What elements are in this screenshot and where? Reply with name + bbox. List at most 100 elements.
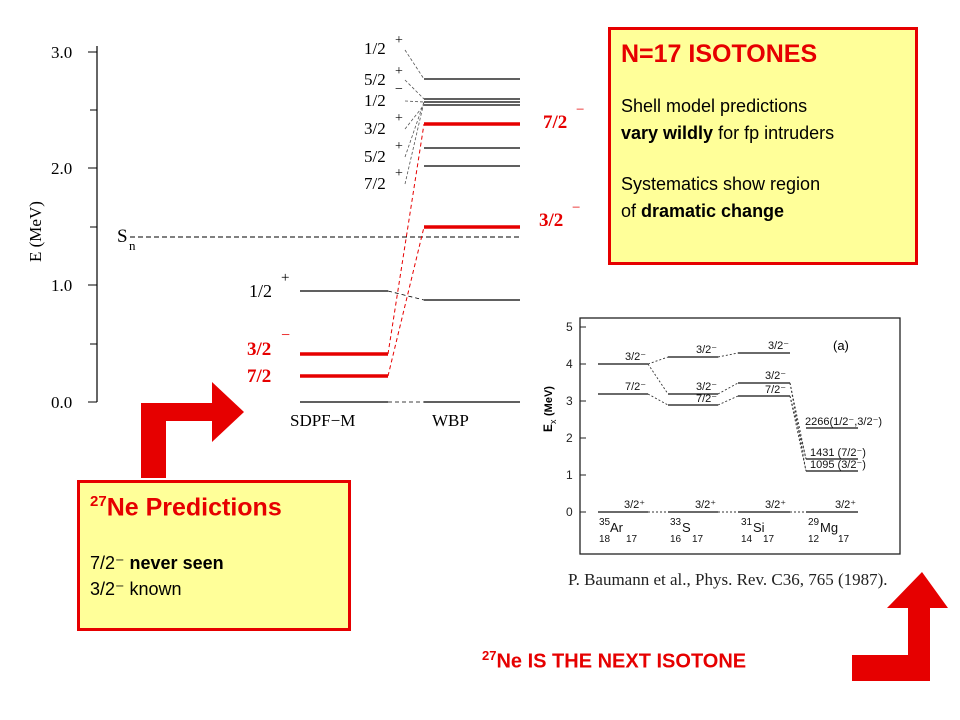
- nucleus-s-symbol: S: [682, 520, 691, 535]
- next-isotone-sup: 27: [482, 648, 497, 663]
- sup-wbp-2: +: [395, 64, 403, 79]
- sup-wbp-6: +: [395, 166, 403, 181]
- nucleus-si-z: 14: [741, 534, 753, 545]
- isotones-line-3: Systematics show region: [621, 171, 905, 198]
- sys-tick-2: 2: [566, 431, 573, 445]
- nucleus-ar-mass: 35: [599, 517, 611, 528]
- sys-axis-sub: x: [548, 419, 558, 424]
- label-wbp-2: 5/2: [364, 70, 386, 89]
- nucleus-si-mass: 31: [741, 517, 753, 528]
- sup-wbp-5: +: [395, 139, 403, 154]
- label-wbp-3: 1/2: [364, 91, 386, 110]
- tick-label-2: 2.0: [51, 159, 72, 178]
- isotones-line-4: of dramatic change: [621, 198, 905, 225]
- ne27-callout: 27Ne Predictions 7/2⁻ never seen 3/2⁻ kn…: [77, 480, 351, 631]
- mg-level-1431: 1431 (7/2⁻): [810, 447, 866, 459]
- isotones-title: N=17 ISOTONES: [621, 40, 818, 68]
- ne27-title: 27Ne Predictions: [90, 493, 338, 522]
- sys-axis-label: E: [541, 424, 555, 432]
- panel-label: (a): [833, 338, 849, 353]
- isotones-line-4-bold: dramatic change: [641, 201, 785, 221]
- mg-level-2266: 2266(1/2⁻,3/2⁻): [805, 416, 882, 428]
- nucleus-s-mass: 33: [670, 517, 682, 528]
- ar-3m: 3/2⁻: [625, 351, 646, 363]
- energy-axis-label: E (MeV): [26, 201, 45, 262]
- isotones-line-1: Shell model predictions: [621, 93, 905, 120]
- ne27-title-text: Ne Predictions: [106, 493, 282, 522]
- label-wbp-6: 7/2: [364, 174, 386, 193]
- s-3m: 3/2⁻: [696, 344, 717, 356]
- si-7m: 7/2⁻: [765, 384, 786, 396]
- nucleus-ar-symbol: Ar: [610, 520, 624, 535]
- nucleus-s-n: 17: [692, 534, 704, 545]
- isotones-line-4-start: of: [621, 201, 642, 221]
- isotones-line-2-bold: vary wildly: [621, 123, 714, 143]
- isotones-line-2-rest: for fp intruders: [713, 123, 835, 143]
- ne27-line-2: 3/2⁻ known: [90, 576, 338, 602]
- nucleus-mg-z: 12: [808, 534, 820, 545]
- sn-sub: n: [129, 238, 136, 253]
- sup-wbp-3half-minus: −: [572, 200, 580, 216]
- ne27-title-sup: 27: [90, 493, 107, 510]
- isotones-line-2: vary wildly for fp intruders: [621, 120, 905, 147]
- si-3m: 3/2⁻: [768, 340, 789, 352]
- s-3m-b: 3/2⁻: [696, 381, 717, 393]
- isotones-callout: N=17 ISOTONES Shell model predictions va…: [608, 27, 918, 265]
- label-wbp-1: 1/2: [364, 39, 386, 58]
- wbp-labels: 1/2 + 5/2 + 1/2 − 3/2 + 5/2 + 7/2 +: [364, 33, 403, 193]
- sys-tick-0: 0: [566, 505, 573, 519]
- tick-label-3: 3.0: [51, 43, 72, 62]
- mg-level-1095: 1095 (3/2⁻): [810, 459, 866, 471]
- label-wbp-5: 5/2: [364, 147, 386, 166]
- sn-label: S: [117, 226, 128, 247]
- nucleus-mg-n: 17: [838, 534, 850, 545]
- sup-wbp-7half-minus: −: [576, 102, 584, 118]
- red-arrow-right: [852, 572, 948, 681]
- nuclei-labels: 35 Ar 18 17 33 S 16 17 31 Si 14 17 29 Mg…: [599, 517, 850, 545]
- ne27-line-1-bold: never seen: [124, 553, 224, 574]
- sys-tick-5: 5: [566, 320, 573, 334]
- nucleus-mg-symbol: Mg: [820, 520, 838, 535]
- sup-sdpf-half-plus: +: [281, 270, 289, 286]
- next-isotone-text: Ne IS THE NEXT ISOTONE: [496, 650, 747, 673]
- wbp-label-connectors: [404, 49, 425, 185]
- column-connectors: [387, 123, 425, 403]
- ne27-line-2-state: 3/2⁻: [90, 579, 125, 600]
- sup-wbp-1: +: [395, 33, 403, 48]
- label-wbp-4: 3/2: [364, 119, 386, 138]
- si-3m-b: 3/2⁻: [765, 370, 786, 382]
- citation: P. Baumann et al., Phys. Rev. C36, 765 (…: [568, 570, 888, 589]
- nucleus-si-symbol: Si: [753, 520, 765, 535]
- label-sdpf-7half-minus: 7/2: [247, 366, 271, 387]
- sys-tick-4: 4: [566, 357, 573, 371]
- nucleus-mg-mass: 29: [808, 517, 820, 528]
- ne27-line-1: 7/2⁻ never seen: [90, 550, 338, 576]
- tick-label-1: 1.0: [51, 276, 72, 295]
- ne27-line-1-state: 7/2⁻: [90, 553, 125, 574]
- s-3p: 3/2⁺: [695, 499, 716, 511]
- ne27-line-2-rest: known: [124, 579, 182, 600]
- nucleus-si-n: 17: [763, 534, 775, 545]
- label-sdpf-3half-minus: 3/2: [247, 339, 271, 360]
- isotones-line-3-text: Systematics show region: [621, 174, 821, 194]
- nucleus-ar-n: 17: [626, 534, 638, 545]
- sup-wbp-4: +: [395, 111, 403, 126]
- sys-tick-1: 1: [566, 468, 573, 482]
- label-wbp-7half-minus: 7/2: [543, 112, 567, 133]
- mg-3p: 3/2⁺: [835, 499, 856, 511]
- red-arrow-left: [141, 382, 244, 478]
- column-label-wbp: WBP: [432, 411, 469, 430]
- sys-axis-label-group: E x (MeV): [541, 386, 558, 432]
- tick-label-0: 0.0: [51, 393, 72, 412]
- next-isotone-caption: 27Ne IS THE NEXT ISOTONE: [482, 648, 746, 674]
- sup-sdpf-3half-minus: −: [281, 327, 290, 344]
- ar-3p: 3/2⁺: [624, 499, 645, 511]
- systematics-frame: [579, 317, 901, 555]
- level-scheme-left: 3.0 2.0 1.0 0.0 E (MeV) S n 1/2 + 3/2 − …: [26, 33, 584, 430]
- sup-wbp-3: −: [395, 82, 403, 97]
- column-label-sdpf: SDPF−M: [290, 411, 355, 430]
- ar-7m: 7/2⁻: [625, 381, 646, 393]
- systematics-plot: 5 4 3 2 1 0 E x (MeV) (a): [541, 317, 901, 555]
- sys-axis-unit: (MeV): [543, 386, 555, 416]
